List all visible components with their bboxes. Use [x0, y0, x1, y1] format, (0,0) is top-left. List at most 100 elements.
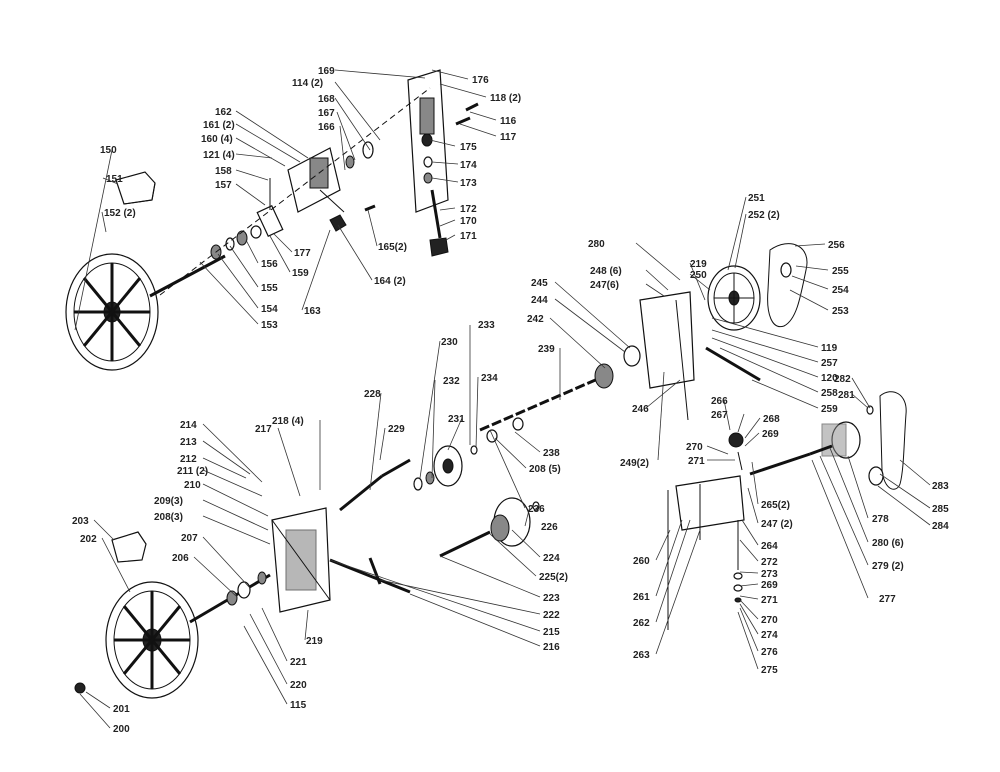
- callout-label: 275: [761, 665, 778, 676]
- callout-label: 252 (2): [748, 210, 780, 221]
- callout-label: 246: [632, 404, 649, 415]
- callout-label: 206: [172, 553, 189, 564]
- callout-label: 274: [761, 630, 778, 641]
- callout-label: 272: [761, 557, 778, 568]
- callout-label: 217: [255, 424, 272, 435]
- callout-label: 232: [443, 376, 460, 387]
- callout-label: 270: [686, 442, 703, 453]
- callout-label: 162: [215, 107, 232, 118]
- callout-label: 222: [543, 610, 560, 621]
- callout-label: 219: [690, 259, 707, 270]
- callout-label: 223: [543, 593, 560, 604]
- callout-label: 177: [294, 248, 311, 259]
- callout-label: 150: [100, 145, 117, 156]
- callout-label: 163: [304, 306, 321, 317]
- callout-label: 154: [261, 304, 278, 315]
- callout-label: 225(2): [539, 572, 568, 583]
- callout-label: 236: [528, 504, 545, 515]
- callout-label: 156: [261, 259, 278, 270]
- callout-label: 267: [711, 410, 728, 421]
- callout-label: 262: [633, 618, 650, 629]
- callout-label: 242: [527, 314, 544, 325]
- callout-label: 159: [292, 268, 309, 279]
- callout-label: 207: [181, 533, 198, 544]
- callout-label: 153: [261, 320, 278, 331]
- callout-label: 282: [834, 374, 851, 385]
- callout-label: 164 (2): [374, 276, 406, 287]
- callout-label: 268: [763, 414, 780, 425]
- callout-label: 121 (4): [203, 150, 235, 161]
- callout-label: 280 (6): [872, 538, 904, 549]
- callout-label: 266: [711, 396, 728, 407]
- callout-label: 114 (2): [292, 78, 323, 89]
- callout-label: 259: [821, 404, 838, 415]
- callout-label: 244: [531, 295, 548, 306]
- callout-label: 120: [821, 373, 838, 384]
- callout-label: 269: [762, 429, 779, 440]
- callout-label: 201: [113, 704, 130, 715]
- callout-label: 208(3): [154, 512, 183, 523]
- callout-label: 118 (2): [490, 93, 521, 104]
- lower-wheel-assembly: [74, 445, 540, 699]
- callout-label: 245: [531, 278, 548, 289]
- callout-label: 212: [180, 454, 197, 465]
- callout-label: 151: [106, 174, 123, 185]
- callout-label: 264: [761, 541, 778, 552]
- callout-label: 233: [478, 320, 495, 331]
- callout-label: 202: [80, 534, 97, 545]
- callout-label: 231: [448, 414, 465, 425]
- callout-label: 277: [879, 594, 896, 605]
- callout-label: 175: [460, 142, 477, 153]
- callout-label: 171: [460, 231, 477, 242]
- callout-label: 221: [290, 657, 307, 668]
- callout-label: 170: [460, 216, 477, 227]
- callout-label: 284: [932, 521, 949, 532]
- callout-label: 250: [690, 270, 707, 281]
- callout-label: 248 (6): [590, 266, 622, 277]
- callout-label: 174: [460, 160, 477, 171]
- callout-label: 119: [821, 343, 838, 354]
- callout-label: 166: [318, 122, 335, 133]
- callout-label: 161 (2): [203, 120, 235, 131]
- callout-label: 228: [364, 389, 381, 400]
- callout-label: 152 (2): [104, 208, 136, 219]
- callout-label: 210: [184, 480, 201, 491]
- callout-label: 115: [290, 700, 307, 711]
- callout-label: 251: [748, 193, 765, 204]
- callout-label: 261: [633, 592, 650, 603]
- leader-lines: [74, 69, 931, 729]
- callout-label: 280: [588, 239, 605, 250]
- lower-wheel-tire: [111, 531, 147, 563]
- callout-label: 260: [633, 556, 650, 567]
- callout-label: 271: [761, 595, 778, 606]
- callout-label: 211 (2): [177, 466, 208, 477]
- callout-label: 157: [215, 180, 232, 191]
- callout-label: 214: [180, 420, 197, 431]
- callout-label: 200: [113, 724, 130, 735]
- callout-label: 271: [688, 456, 705, 467]
- callout-label: 278: [872, 514, 889, 525]
- callout-label: 208 (5): [529, 464, 561, 475]
- upper-wheel-shaft: [149, 254, 226, 298]
- callout-label: 219: [306, 636, 323, 647]
- callout-label: 238: [543, 448, 560, 459]
- callout-label: 215: [543, 627, 560, 638]
- callout-label: 255: [832, 266, 849, 277]
- callout-label: 224: [543, 553, 560, 564]
- callout-label: 229: [388, 424, 405, 435]
- callout-label: 213: [180, 437, 197, 448]
- callout-labels: 169 176 114 (2) 118 (2) 168 162 167 116 …: [72, 66, 949, 735]
- callout-label: 263: [633, 650, 650, 661]
- callout-label: 249(2): [620, 458, 649, 469]
- callout-label: 230: [441, 337, 458, 348]
- callout-label: 226: [541, 522, 558, 533]
- callout-label: 265(2): [761, 500, 790, 511]
- upper-wheel-assembly: [65, 69, 479, 371]
- callout-label: 169: [318, 66, 335, 77]
- callout-label: 247(6): [590, 280, 619, 291]
- callout-label: 160 (4): [201, 134, 233, 145]
- callout-label: 176: [472, 75, 489, 86]
- callout-label: 258: [821, 388, 838, 399]
- callout-label: 203: [72, 516, 89, 527]
- callout-label: 165(2): [378, 242, 407, 253]
